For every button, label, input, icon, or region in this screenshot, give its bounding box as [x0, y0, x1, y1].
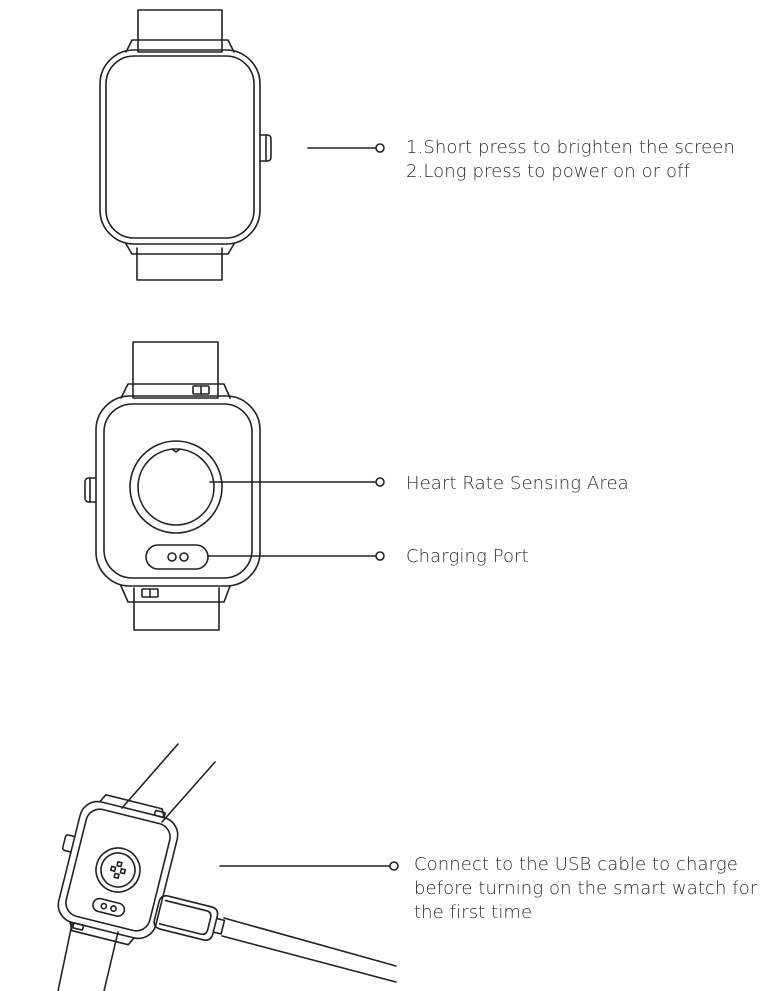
- charging-sensor-inner: [100, 852, 136, 888]
- charging-strap-top-right: [161, 761, 216, 823]
- charging-port-label: Charging Port: [406, 546, 529, 567]
- front-case-outer: [99, 49, 261, 245]
- button-leader-dot: [375, 143, 385, 153]
- usb-cable-upper: [223, 917, 397, 967]
- watch-charging-view: [57, 743, 397, 991]
- back-top-lugs: [120, 383, 231, 399]
- charging-case-outer: [57, 800, 179, 940]
- charging-sensor-outer: [95, 847, 141, 893]
- charging-view-port: [92, 897, 126, 917]
- usb-cable-lower: [221, 935, 397, 983]
- usb-connector: [153, 895, 226, 941]
- back-plate: [103, 403, 253, 579]
- usb-callout-line3: the first time: [414, 902, 533, 923]
- crown-button: [259, 134, 272, 162]
- charging-strap-bottom-left: [57, 923, 73, 991]
- usb-leader-dot: [389, 861, 399, 871]
- charging-pin-right: [179, 552, 189, 562]
- heart-rate-sensor-outer: [129, 440, 223, 534]
- heart-rate-label: Heart Rate Sensing Area: [406, 473, 629, 494]
- usb-callout: Connect to the USB cable to charge befor…: [414, 853, 757, 925]
- front-top-lugs: [125, 39, 235, 53]
- button-callout: 1.Short press to brighten the screen 2.L…: [406, 136, 735, 184]
- charging-pin-left: [167, 552, 177, 562]
- charging-port: [145, 544, 209, 570]
- usb-callout-line2: before turning on the smart watch for: [414, 878, 758, 899]
- front-bottom-strap: [136, 247, 223, 281]
- charging-leader-dot: [375, 551, 385, 561]
- watch-back-view: [84, 341, 261, 631]
- charging-back-plate: [65, 808, 171, 932]
- heart-rate-leader-dot: [375, 477, 385, 487]
- back-top-strap: [132, 341, 219, 399]
- back-bottom-lugs: [120, 585, 231, 603]
- charging-port-callout: Charging Port: [406, 545, 529, 569]
- back-bottom-strap: [133, 587, 220, 631]
- watch-front-view: [99, 9, 272, 281]
- back-side-button: [84, 477, 97, 503]
- charging-strap-top-left: [121, 743, 179, 809]
- heart-rate-sensor-inner: [137, 448, 215, 526]
- back-case-outer: [95, 395, 261, 587]
- button-callout-line1: 1.Short press to brighten the screen: [406, 137, 735, 158]
- button-callout-line2: 2.Long press to power on or off: [406, 161, 691, 182]
- front-screen: [105, 55, 255, 239]
- usb-callout-line1: Connect to the USB cable to charge: [414, 854, 738, 875]
- heart-rate-callout: Heart Rate Sensing Area: [406, 472, 629, 496]
- front-top-strap: [137, 9, 223, 53]
- front-bottom-lugs: [125, 243, 235, 255]
